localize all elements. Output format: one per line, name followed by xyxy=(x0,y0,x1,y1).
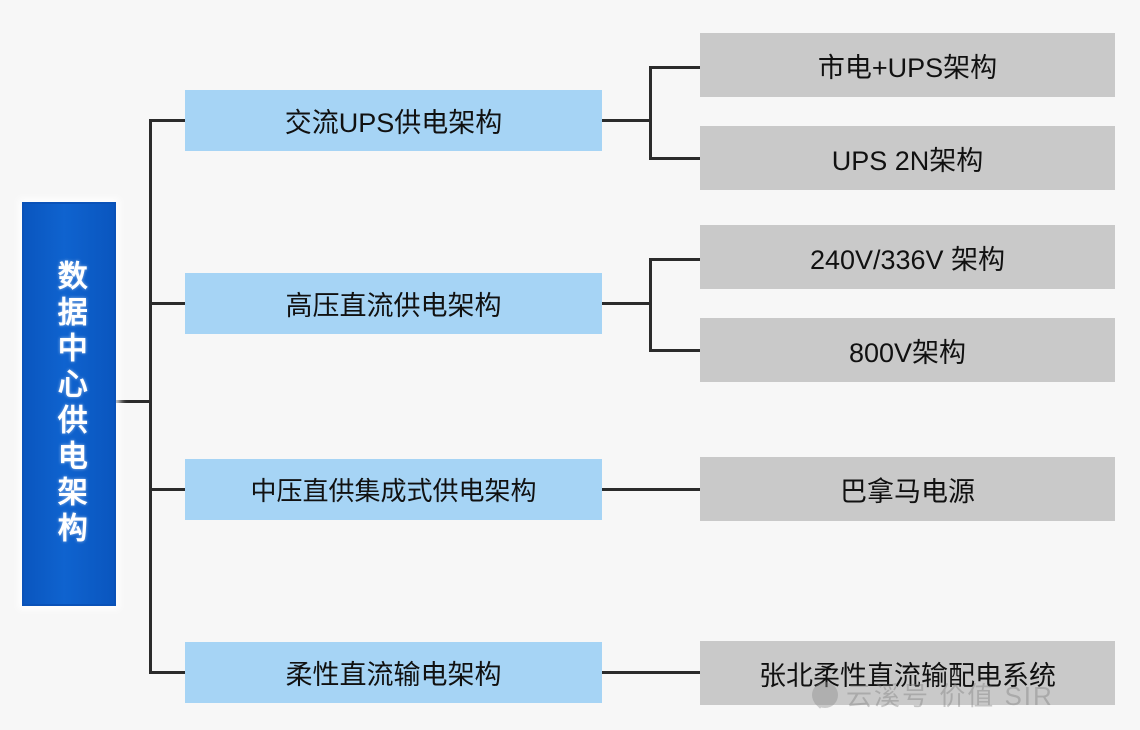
leaf-node-3-1[interactable]: 巴拿马电源 xyxy=(700,457,1115,521)
connector-branch-2-child-1 xyxy=(649,258,702,261)
leaf-node-3-1-label: 巴拿马电源 xyxy=(840,476,975,507)
root-node[interactable]: 数据中心供电架构 xyxy=(22,202,116,606)
branch-node-3-label: 中压直供集成式供电架构 xyxy=(250,476,537,506)
leaf-node-2-1[interactable]: 240V/336V 架构 xyxy=(700,225,1115,289)
leaf-node-1-1[interactable]: 市电+UPS架构 xyxy=(700,33,1115,97)
branch-node-4-label: 柔性直流输电架构 xyxy=(285,660,502,690)
leaf-node-1-2-label: UPS 2N架构 xyxy=(831,145,984,176)
connector-branch-2-stem xyxy=(601,302,651,305)
root-node-label: 数据中心供电架构 xyxy=(52,260,86,548)
connector-branch-1-spine xyxy=(649,66,652,160)
branch-node-3[interactable]: 中压直供集成式供电架构 xyxy=(185,459,602,520)
connector-branch-2-child-2 xyxy=(649,349,702,352)
branch-node-4[interactable]: 柔性直流输电架构 xyxy=(185,642,602,703)
connector-main-trunk xyxy=(149,120,152,673)
connector-trunk-to-branch-2 xyxy=(149,302,187,305)
leaf-node-4-1[interactable]: 张北柔性直流输配电系统 xyxy=(700,641,1115,705)
branch-node-2-label: 高压直流供电架构 xyxy=(285,291,502,321)
leaf-node-2-2[interactable]: 800V架构 xyxy=(700,318,1115,382)
branch-node-2[interactable]: 高压直流供电架构 xyxy=(185,273,602,334)
connector-branch-4-child-1 xyxy=(601,671,702,674)
connector-branch-2-spine xyxy=(649,258,652,352)
leaf-node-2-2-label: 800V架构 xyxy=(848,337,967,368)
branch-node-1[interactable]: 交流UPS供电架构 xyxy=(185,90,602,151)
leaf-node-4-1-label: 张北柔性直流输配电系统 xyxy=(759,660,1056,691)
leaf-node-2-1-label: 240V/336V 架构 xyxy=(809,244,1006,275)
connector-root-stem xyxy=(116,400,152,403)
connector-branch-1-child-1 xyxy=(649,66,702,69)
leaf-node-1-2[interactable]: UPS 2N架构 xyxy=(700,126,1115,190)
connector-branch-1-child-2 xyxy=(649,157,702,160)
connector-trunk-to-branch-3 xyxy=(149,488,187,491)
leaf-node-1-1-label: 市电+UPS架构 xyxy=(817,52,998,83)
connector-trunk-to-branch-4 xyxy=(149,671,187,674)
branch-node-1-label: 交流UPS供电架构 xyxy=(284,108,503,138)
connector-branch-3-child-1 xyxy=(601,488,702,491)
connector-trunk-to-branch-1 xyxy=(149,119,187,122)
connector-branch-1-stem xyxy=(601,119,651,122)
